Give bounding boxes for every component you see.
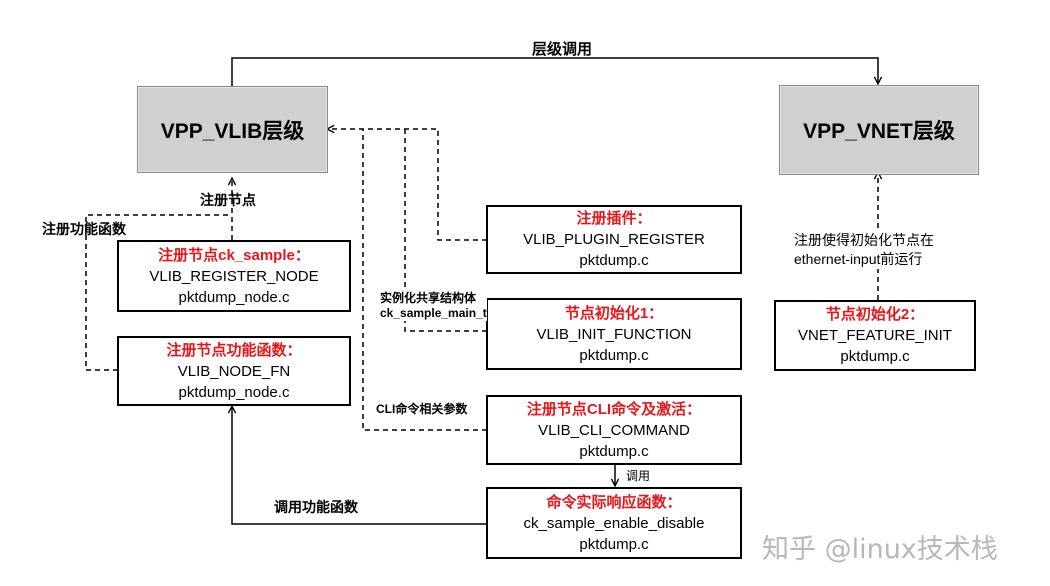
cli-command-macro: VLIB_CLI_COMMAND [538,421,690,439]
init-function-file: pktdump.c [579,346,649,364]
shared-struct-line2: ck_sample_main_t [380,306,487,320]
ethernet-note: 注册使得初始化节点在 ethernet-input前运行 [794,231,934,269]
node-function-file: pktdump_node.c [178,383,290,401]
register-node-file: pktdump_node.c [178,288,290,306]
plugin-connector [327,129,487,241]
vlib-layer-label: VPP_VLIB层级 [160,119,305,143]
shared-struct-label: 实例化共享结构体 ck_sample_main_t [380,291,487,321]
init-function-box: 节点初始化1： VLIB_INIT_FUNCTION pktdump.c [486,298,742,370]
register-function-connector [85,214,232,371]
init1-connector [404,129,487,332]
feature-init-box: 节点初始化2： VNET_FEATURE_INIT pktdump.c [774,300,976,371]
plugin-register-macro: VLIB_PLUGIN_REGISTER [523,231,705,248]
cli-params-label: CLI命令相关参数 [376,402,468,417]
ethernet-note-line1: 注册使得初始化节点在 [794,232,934,248]
register-node-macro: VLIB_REGISTER_NODE [149,267,319,285]
vnet-layer-box: VPP_VNET层级 [779,85,979,175]
cli-connector [362,129,487,431]
node-function-box: 注册节点功能函数： VLIB_NODE_FN pktdump_node.c [117,336,351,406]
plugin-register-title: 注册插件： [576,210,652,227]
response-function-box: 命令实际响应函数： ck_sample_enable_disable pktdu… [486,487,742,559]
register-node-label: 注册节点 [200,192,256,208]
feature-init-file: pktdump.c [840,348,910,365]
response-function-macro: ck_sample_enable_disable [523,514,705,532]
vlib-layer-box: VPP_VLIB层级 [137,86,328,173]
response-function-title: 命令实际响应函数： [546,493,682,511]
feature-init-macro: VNET_FEATURE_INIT [798,327,952,344]
vnet-layer-label: VPP_VNET层级 [803,120,955,143]
call-function-label: 调用功能函数 [274,499,358,515]
layer-call-connector [231,57,878,86]
feature-init-title: 节点初始化2： [825,306,925,323]
ethernet-note-line2: ethernet-input前运行 [794,251,923,267]
cli-command-file: pktdump.c [579,442,649,460]
plugin-register-box: 注册插件： VLIB_PLUGIN_REGISTER pktdump.c [486,205,742,274]
register-node-title: 注册节点ck_sample： [158,246,310,264]
node-function-title: 注册节点功能函数： [166,341,302,359]
init-function-title: 节点初始化1： [564,304,664,322]
call-label: 调用 [626,469,651,483]
layer-call-label: 层级调用 [532,41,593,58]
cli-command-box: 注册节点CLI命令及激活： VLIB_CLI_COMMAND pktdump.c [486,395,742,465]
init-function-macro: VLIB_INIT_FUNCTION [536,325,692,343]
cli-command-title: 注册节点CLI命令及激活： [526,400,702,418]
zhihu-watermark: 知乎 @linux技术栈 [762,534,998,565]
shared-struct-line1: 实例化共享结构体 [380,291,477,305]
register-function-label: 注册功能函数 [42,221,126,237]
register-node-box: 注册节点ck_sample： VLIB_REGISTER_NODE pktdum… [117,240,351,312]
plugin-register-file: pktdump.c [579,252,649,269]
response-function-file: pktdump.c [579,535,649,553]
call-function-connector [232,406,487,525]
node-function-macro: VLIB_NODE_FN [177,362,291,380]
